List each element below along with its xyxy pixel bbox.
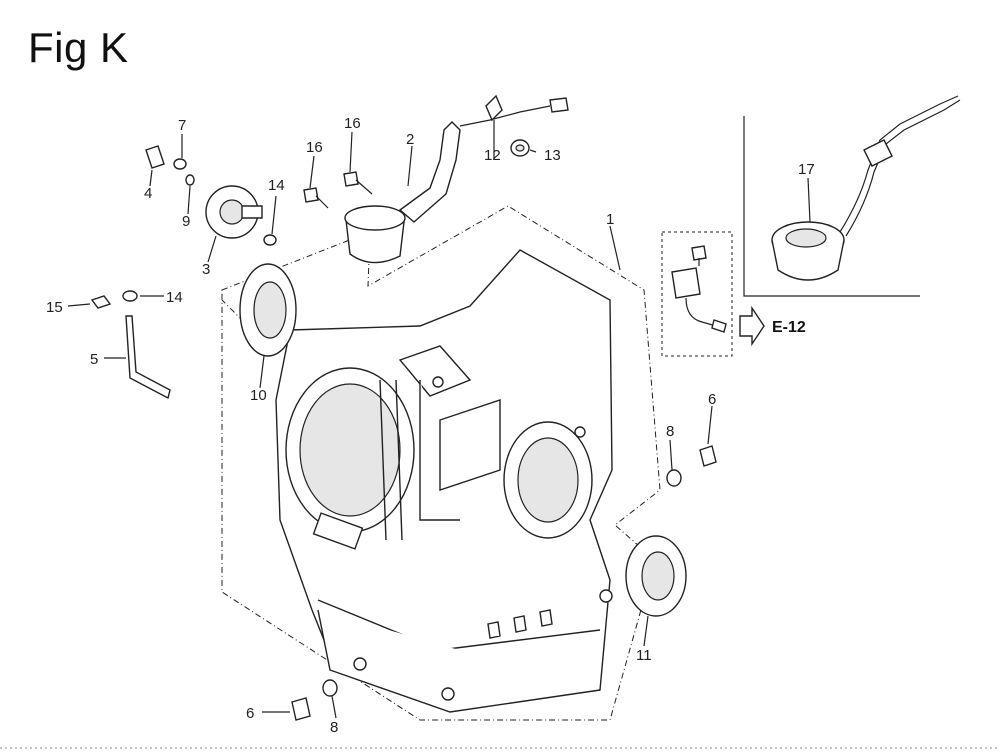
callout-16b: 16 bbox=[344, 115, 361, 132]
callout-10: 10 bbox=[250, 387, 267, 404]
callout-8b: 8 bbox=[330, 719, 338, 736]
clamp-part-12 bbox=[485, 94, 503, 122]
callout-13: 13 bbox=[544, 147, 561, 164]
callout-7: 7 bbox=[178, 117, 186, 134]
callout-2: 2 bbox=[406, 131, 414, 148]
washer-part-7 bbox=[173, 158, 187, 170]
callout-15: 15 bbox=[46, 299, 63, 316]
governor-arm-shaft-part bbox=[125, 315, 171, 400]
inset-frame bbox=[743, 116, 920, 297]
callout-16a: 16 bbox=[306, 139, 323, 156]
callout-11: 11 bbox=[636, 647, 652, 664]
clip-part-15 bbox=[90, 295, 112, 309]
bearing-part bbox=[239, 263, 297, 357]
governor-gear-part bbox=[205, 185, 263, 239]
callout-17: 17 bbox=[798, 161, 815, 178]
bolt-part-16b bbox=[343, 171, 373, 195]
reference-label: E-12 bbox=[772, 319, 806, 336]
callout-12: 12 bbox=[484, 147, 501, 164]
callout-4: 4 bbox=[144, 185, 152, 202]
callout-9: 9 bbox=[182, 213, 190, 230]
drain-bolt-part-6b bbox=[291, 697, 311, 721]
callout-8a: 8 bbox=[666, 423, 674, 440]
figure-title: Fig K bbox=[28, 24, 129, 71]
callout-6a: 6 bbox=[708, 391, 716, 408]
clip-part-9 bbox=[185, 174, 195, 186]
grommet-part-13 bbox=[510, 139, 530, 157]
bolt-part-16a bbox=[303, 187, 329, 209]
oil-seal-part bbox=[625, 535, 687, 617]
leader-lines bbox=[67, 120, 811, 719]
callout-5: 5 bbox=[90, 351, 98, 368]
breather-part bbox=[344, 97, 569, 264]
callout-14b: 14 bbox=[166, 289, 183, 306]
reference-arrow-icon bbox=[739, 305, 765, 347]
drain-bolt-part-6a bbox=[699, 445, 717, 467]
oil-level-sensor-part bbox=[771, 95, 961, 281]
oil-sensor-box bbox=[661, 231, 733, 357]
crankcase-part bbox=[275, 249, 613, 713]
washer-part-14a bbox=[263, 234, 277, 246]
washer-part-14b bbox=[122, 290, 138, 302]
callout-1: 1 bbox=[606, 211, 614, 228]
callout-6b: 6 bbox=[246, 705, 254, 722]
washer-part-8a bbox=[666, 469, 682, 487]
callout-3: 3 bbox=[202, 261, 210, 278]
washer-part-8b bbox=[322, 679, 338, 697]
pin-part bbox=[145, 145, 165, 169]
callout-14a: 14 bbox=[268, 177, 285, 194]
